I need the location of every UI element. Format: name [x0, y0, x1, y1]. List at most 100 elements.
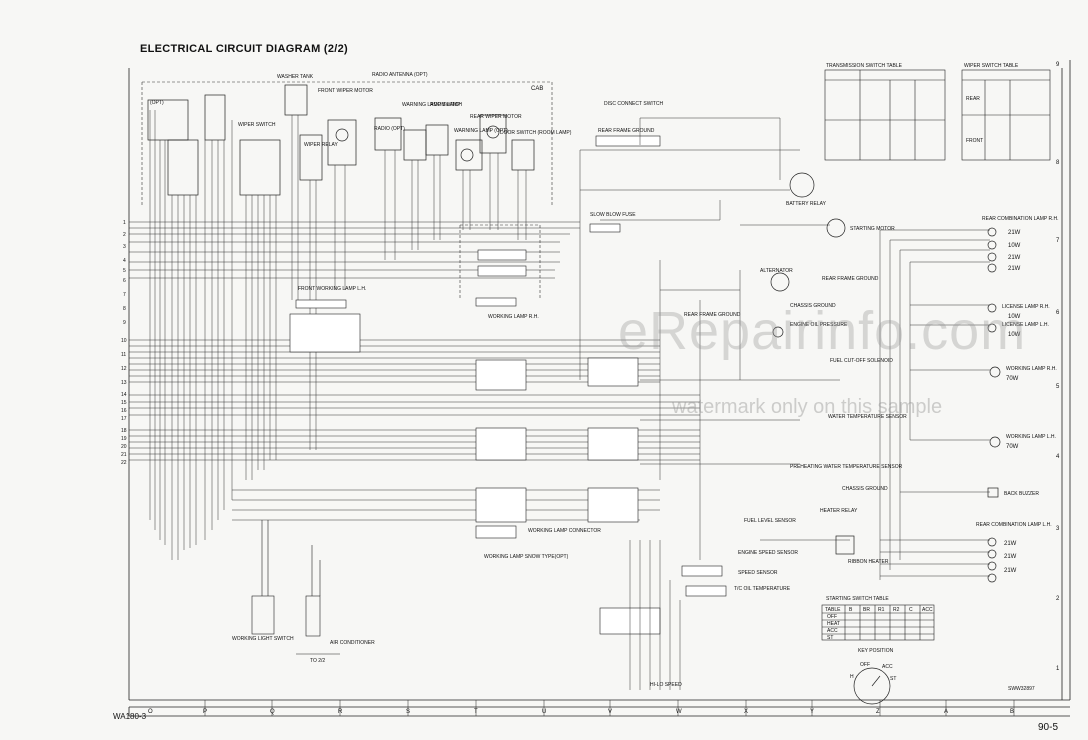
license-lamp-lh-label: LICENSE LAMP L.H.: [1002, 322, 1049, 328]
working-lamp-snow-label: WORKING LAMP SNOW TYPE(OPT): [484, 554, 569, 560]
ss-header-3: R1: [878, 607, 885, 613]
grid-letter-0: O: [148, 709, 153, 715]
grid-numbers: 9 8 7 6 5 4 3 2 1: [1056, 62, 1060, 672]
slow-blow-fuse-label: SLOW BLOW FUSE: [590, 212, 636, 218]
left-ref-7: 8: [123, 306, 126, 312]
chassis-ground-label: CHASSIS GROUND: [790, 303, 836, 309]
watermark-main: eRepairinfo.com: [618, 301, 1027, 361]
warning-lamp-switch-label: WARNING LAMP SWITCH: [402, 102, 462, 108]
rear-frame-ground-label: REAR FRAME GROUND: [598, 128, 655, 134]
ribbon-heater-label: RIBBON HEATER: [848, 559, 889, 565]
rear-frame-ground-3-label: REAR FRAME GROUND: [684, 312, 741, 318]
water-temp-sensor-label: WATER TEMPERATURE SENSOR: [828, 414, 907, 420]
rating-4: 10W: [1008, 314, 1021, 320]
door-switch-label: DOOR SWITCH (ROOM LAMP): [500, 130, 572, 136]
grid-number-4: 5: [1056, 384, 1060, 390]
grid-letters: O P Q R S T U V W X Y Z A B: [148, 709, 1014, 715]
key-pos-2: ST: [890, 676, 896, 682]
left-ref-4: 5: [123, 268, 126, 274]
left-refs: 1 2 3 4 5 6 7 8 9 10 11 12 13 14 15 16 1…: [121, 220, 127, 466]
left-ref-12: 13: [121, 380, 127, 386]
rating-8: 21W: [1004, 541, 1017, 547]
left-ref-16: 17: [121, 416, 127, 422]
left-ref-15: 16: [121, 408, 127, 414]
ss-header-2: BR: [863, 607, 870, 613]
disc-connect-switch-label: DISC CONNECT SWITCH: [604, 101, 663, 107]
page-title: ELECTRICAL CIRCUIT DIAGRAM (2/2): [140, 43, 349, 55]
radio-antenna-label: RADIO ANTENNA (OPT): [372, 72, 428, 78]
left-ref-21: 22: [121, 460, 127, 466]
left-ref-9: 10: [121, 338, 127, 344]
grid-letter-5: T: [474, 709, 478, 715]
cab-label: CAB: [531, 86, 543, 92]
ss-header-0: TABLE: [825, 607, 841, 613]
alternator-label: ALTERNATOR: [760, 268, 793, 274]
engine-oil-pressure-label: ENGINE OIL PRESSURE: [790, 322, 848, 328]
ss-header-4: R2: [893, 607, 900, 613]
grid-letter-9: X: [744, 709, 748, 715]
wiper-switch-label: WIPER SWITCH: [238, 122, 276, 128]
rating-5: 10W: [1008, 332, 1021, 338]
starting-motor-label: STARTING MOTOR: [850, 226, 895, 232]
room-lamp-label: ROOM LAMP: [430, 102, 461, 108]
grid-letter-4: S: [406, 709, 410, 715]
grid-letter-2: Q: [270, 709, 275, 715]
left-ref-3: 4: [123, 258, 126, 264]
to-2-2-label: TO 2/2: [310, 658, 325, 664]
starting-table-label: STARTING SWITCH TABLE: [826, 596, 889, 602]
ss-header-6: ACC: [922, 607, 933, 613]
rating-10: 21W: [1004, 568, 1017, 574]
left-ref-20: 21: [121, 452, 127, 458]
left-ref-17: 18: [121, 428, 127, 434]
engine-speed-sensor-label: ENGINE SPEED SENSOR: [738, 550, 798, 556]
grid-number-2: 7: [1056, 238, 1060, 244]
grid-letter-12: A: [944, 709, 948, 715]
diagram-labels: CAB WASHER TANK RADIO ANTENNA (OPT) FRON…: [150, 63, 1059, 692]
left-ref-19: 20: [121, 444, 127, 450]
back-buzzer-label: BACK BUZZER: [1004, 491, 1039, 497]
battery-relay-label: BATTERY RELAY: [786, 201, 827, 207]
switch-tables: [821, 69, 1051, 641]
wiper-table-label: WIPER SWITCH TABLE: [964, 63, 1019, 69]
front-working-lamp-lh-label: FRONT WORKING LAMP L.H.: [298, 286, 366, 292]
hi-lo-speed-label: HI-LO SPEED: [650, 682, 682, 688]
key-pos-1: ACC: [882, 664, 893, 670]
opt-label: (OPT): [150, 100, 164, 106]
preheating-sensor-label: PREHEATING WATER TEMPERATURE SENSOR: [790, 464, 903, 470]
grid-ticks: [204, 700, 1015, 716]
page-code: WA180-3: [113, 712, 147, 721]
tc-oil-temp-label: T/C OIL TEMPERATURE: [734, 586, 791, 592]
license-lamp-rh-label: LICENSE LAMP R.H.: [1002, 304, 1050, 310]
lower-left-components: [251, 520, 340, 655]
rear-frame-ground-2-label: REAR FRAME GROUND: [822, 276, 879, 282]
ss-header-1: B: [849, 607, 853, 613]
grid-letter-10: Y: [810, 709, 814, 715]
working-lamp-connector-label: WORKING LAMP CONNECTOR: [528, 528, 601, 534]
rating-9: 21W: [1004, 554, 1017, 560]
working-lamp-rh-label: WORKING LAMP R.H.: [488, 314, 539, 320]
lamp-ratings: 21W 10W 21W 21W 10W 10W 70W 70W 21W 21W …: [1004, 230, 1021, 574]
key-pos-0: OFF: [860, 662, 870, 668]
key-position-label: KEY POSITION: [858, 648, 894, 654]
fuel-cutoff-label: FUEL CUT-OFF SOLENOID: [830, 358, 893, 364]
wiper-relay-label: WIPER RELAY: [304, 142, 338, 148]
rating-3: 21W: [1008, 266, 1021, 272]
grid-letter-8: W: [676, 709, 682, 715]
working-lamp-rh2-label: WORKING LAMP R.H.: [1006, 366, 1057, 372]
cab-components: [147, 84, 535, 196]
ss-row-1: HEAT: [827, 621, 840, 627]
left-ref-8: 9: [123, 320, 126, 326]
grid-letter-11: Z: [876, 709, 880, 715]
diagram-frame: [128, 60, 1071, 717]
rating-7: 70W: [1006, 444, 1019, 450]
front-wiper-motor-label: FRONT WIPER MOTOR: [318, 88, 373, 94]
grid-number-1: 8: [1056, 160, 1060, 166]
fuel-level-sensor-label: FUEL LEVEL SENSOR: [744, 518, 796, 524]
grid-number-7: 2: [1056, 596, 1060, 602]
grid-letter-1: P: [203, 709, 207, 715]
left-ref-18: 19: [121, 436, 127, 442]
air-conditioner-label: AIR CONDITIONER: [330, 640, 375, 646]
left-ref-2: 3: [123, 244, 126, 250]
left-ref-5: 6: [123, 278, 126, 284]
